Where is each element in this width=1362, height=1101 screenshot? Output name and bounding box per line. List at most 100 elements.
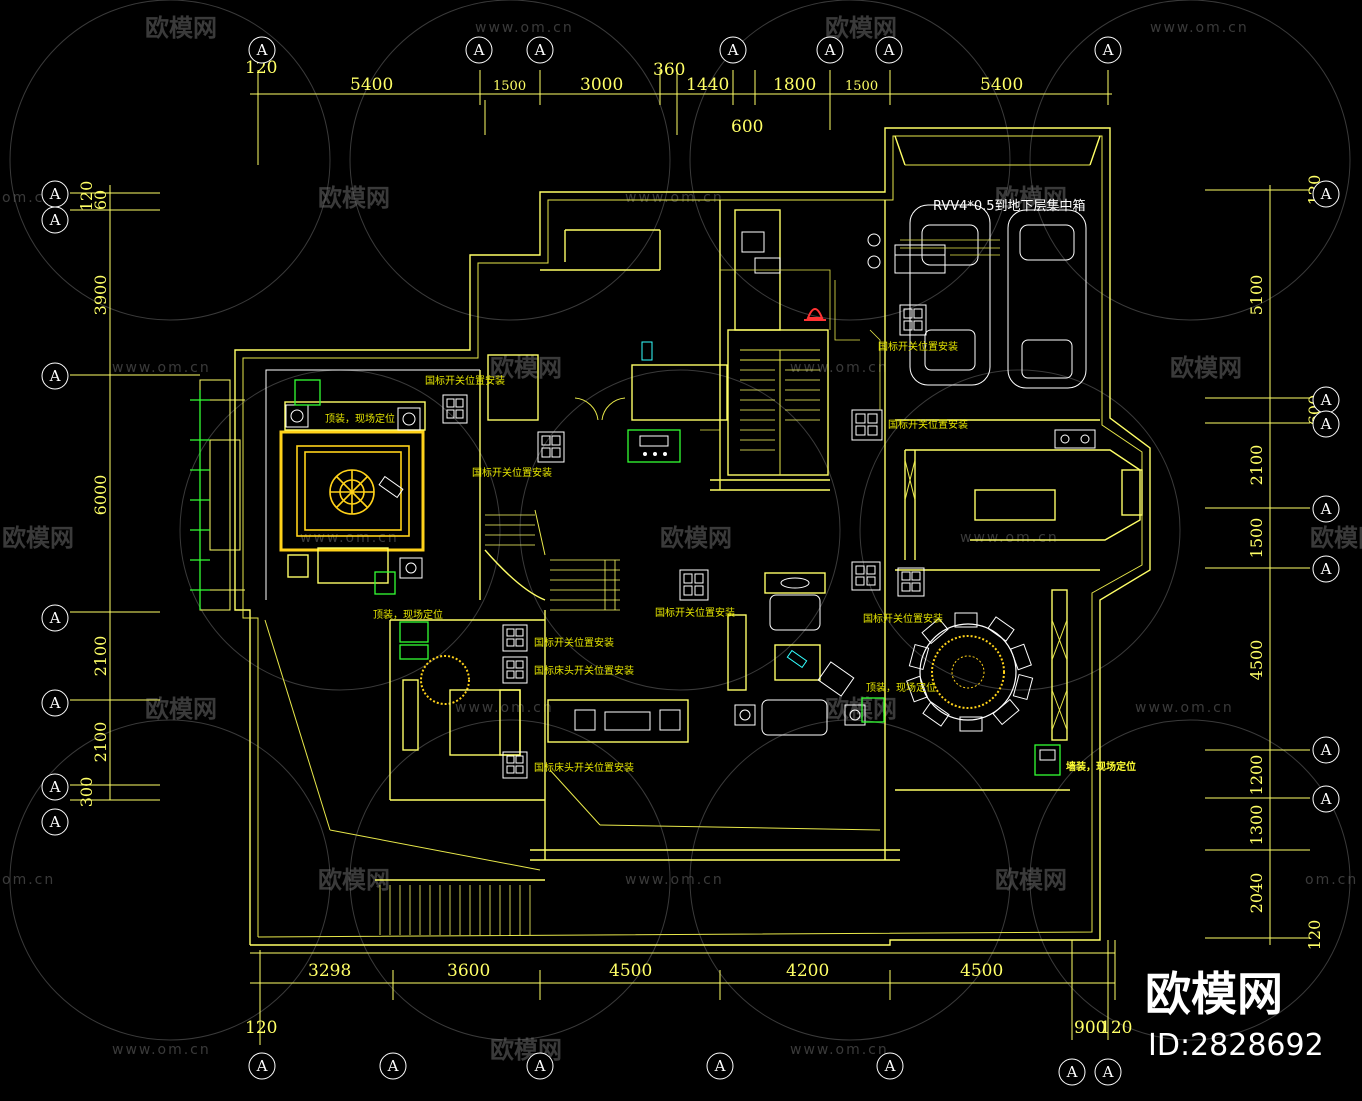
grid-bubble: A xyxy=(1312,386,1340,414)
watermark-url: www.om.cn xyxy=(112,360,211,376)
dim-label: 3000 xyxy=(580,75,623,95)
watermark-text: 欧模网 xyxy=(1170,354,1242,382)
grid-bubble-label: A xyxy=(1320,391,1332,409)
grid-bubble: A xyxy=(41,180,69,208)
grid-bubble: A xyxy=(1312,410,1340,438)
grid-bubble-label: A xyxy=(884,1057,896,1075)
bedside-switch-annotation: 国标床头开关位置安装 xyxy=(534,761,634,774)
dim-label: 1200 xyxy=(1247,755,1266,796)
grid-bubble-label: A xyxy=(49,778,61,796)
dim-label: 1500 xyxy=(1247,518,1266,559)
watermark-url: www.om.cn xyxy=(475,20,574,36)
watermark-url: www.om.cn xyxy=(790,360,889,376)
grid-bubble-label: A xyxy=(1066,1063,1078,1081)
dim-label: 1500 xyxy=(493,79,526,94)
grid-bubble: A xyxy=(1094,1058,1122,1086)
grid-bubble: A xyxy=(816,36,844,64)
watermark-url: www.om.cn xyxy=(300,530,399,546)
living-room-carpet xyxy=(279,401,426,584)
grid-bubble-label: A xyxy=(49,813,61,831)
grid-bubble: A xyxy=(41,206,69,234)
grid-bubble-label: A xyxy=(824,41,836,59)
grid-bubble: A xyxy=(41,773,69,801)
grid-bubble-label: A xyxy=(49,694,61,712)
grid-bubble: A xyxy=(41,808,69,836)
watermark-text: 欧模网 xyxy=(995,184,1067,212)
watermark-url: om.cn xyxy=(1305,872,1358,888)
watermark-url: www.om.cn xyxy=(960,530,1059,546)
watermark-url: www.om.cn xyxy=(790,1042,889,1058)
grid-bubble-label: A xyxy=(727,41,739,59)
grid-bubble: A xyxy=(1094,36,1122,64)
grid-bubble: A xyxy=(1058,1058,1086,1086)
grid-bubble-label: A xyxy=(49,185,61,203)
grid-bubble-label: A xyxy=(883,41,895,59)
grid-bubble: A xyxy=(1312,736,1340,764)
switch-annotation: 国标开关位置安装 xyxy=(472,466,552,479)
grid-bubble-label: A xyxy=(1320,741,1332,759)
garage-cars xyxy=(909,204,1087,389)
watermark-url: www.om.cn xyxy=(112,1042,211,1058)
watermark-text: 欧模网 xyxy=(660,524,732,552)
ceiling-annotation: 顶装，现场定位 xyxy=(373,608,443,621)
grid-bubble: A xyxy=(41,689,69,717)
grid-bubble: A xyxy=(1312,785,1340,813)
dim-label: 3600 xyxy=(447,961,490,981)
bedside-switch-annotation: 国标床头开关位置安装 xyxy=(534,664,634,677)
dims-right: 120 5100 600 2100 1500 4500 1200 1300 20… xyxy=(1247,175,1324,951)
dim-label: 4500 xyxy=(960,961,1003,981)
dim-label: 4500 xyxy=(609,961,652,981)
dim-label: 900 xyxy=(1074,1018,1106,1038)
left-bay-window xyxy=(199,379,245,611)
ceiling-annotation: 顶装，现场定位 xyxy=(866,681,936,694)
switch-annotation: 国标开关位置安装 xyxy=(534,636,614,649)
switch-annotation: 国标开关位置安装 xyxy=(425,374,505,387)
watermark-url: www.om.cn xyxy=(625,872,724,888)
grid-bubble: A xyxy=(876,1052,904,1080)
dim-label: 120 xyxy=(245,1018,277,1038)
grid-bubble: A xyxy=(248,36,276,64)
grid-bubble: A xyxy=(719,36,747,64)
annotations: RVV4*0.5到地下层集中箱 国标开关位置安装 国标开关位置安装 国标开关位置… xyxy=(325,198,1136,774)
dims-top: 120 5400 1500 3000 360 1440 1800 1500 54… xyxy=(245,58,1023,137)
dim-label: 5100 xyxy=(1247,275,1266,316)
grid-bubble-label: A xyxy=(49,211,61,229)
watermark-circles xyxy=(9,0,1351,1041)
grid-bubble-label: A xyxy=(1320,185,1332,203)
watermark-url: www.om.cn xyxy=(625,190,724,206)
dim-label: 300 xyxy=(77,777,96,808)
grid-bubble-label: A xyxy=(256,1057,268,1075)
dining-table xyxy=(906,612,1034,732)
watermark-url: www.om.cn xyxy=(1150,20,1249,36)
grid-bubble-label: A xyxy=(534,1057,546,1075)
dim-label: 4500 xyxy=(1247,640,1266,681)
grid-bubble-label: A xyxy=(1102,1063,1114,1081)
watermark-url: www.om.cn xyxy=(1135,700,1234,716)
brand-logo-text: 欧模网 xyxy=(1145,967,1283,1021)
dim-label: 120 xyxy=(245,58,277,78)
grid-bubbles: A A A A A A A A A A A A A A A A A A A A … xyxy=(41,36,1340,1086)
dim-label: 1500 xyxy=(845,79,878,94)
watermark-text: 欧模网 xyxy=(145,695,217,723)
bedroom xyxy=(402,655,689,756)
watermark-text: 欧模网 xyxy=(1310,524,1362,552)
dim-label: 1800 xyxy=(773,75,816,95)
grid-bubble-label: A xyxy=(1102,41,1114,59)
cable-annotation: RVV4*0.5到地下层集中箱 xyxy=(933,198,1086,214)
dim-label: 6000 xyxy=(91,475,110,516)
lounge-furniture xyxy=(727,572,855,736)
dims-bottom: 3298 3600 4500 4200 4500 120 900 120 xyxy=(245,961,1132,1038)
grid-bubble: A xyxy=(706,1052,734,1080)
switch-symbols xyxy=(285,304,1096,779)
brand-watermark: 欧模网 ID:2828692 xyxy=(1145,967,1324,1063)
dims-left: 60 120 3900 6000 2100 2100 300 xyxy=(77,181,110,808)
dim-label: 120 xyxy=(77,181,96,212)
dim-label: 2100 xyxy=(1247,445,1266,486)
dim-label: 3900 xyxy=(91,275,110,316)
asset-id: ID:2828692 xyxy=(1148,1028,1324,1063)
dim-label: 3298 xyxy=(308,961,351,981)
grid-bubble-label: A xyxy=(49,367,61,385)
terrace-steps xyxy=(379,885,531,935)
dim-label: 120 xyxy=(1305,920,1324,951)
